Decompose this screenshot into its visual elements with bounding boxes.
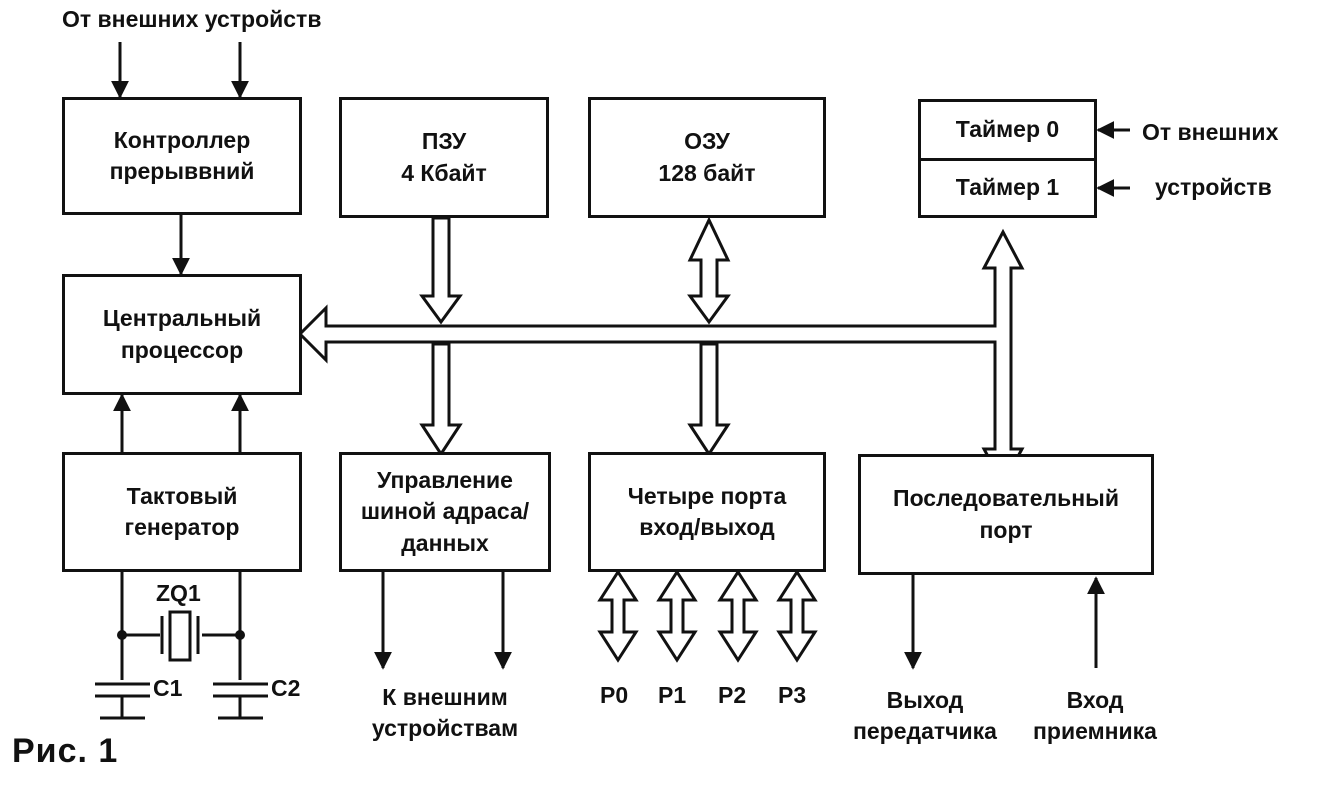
serial-in-line-2: приемника <box>1033 718 1157 745</box>
port-p0-label: P0 <box>600 682 629 708</box>
port-p3-label: P3 <box>778 682 807 708</box>
rom-block: ПЗУ 4 Кбайт <box>339 97 549 218</box>
ram-block: ОЗУ 128 байт <box>588 97 826 218</box>
bus-to-bus-control <box>419 342 463 457</box>
top-external-label: От внешних устройств <box>62 6 322 32</box>
serial-in-line-1: Вход <box>1066 687 1124 713</box>
port-p0-arrow <box>597 569 639 663</box>
clock-generator-block: Тактовый генератор <box>62 452 302 572</box>
rom-to-bus <box>419 216 463 325</box>
rom-line-2: 4 Кбайт <box>401 159 487 186</box>
port-p1-label: P1 <box>658 682 687 708</box>
port-p1-arrow <box>656 569 698 663</box>
port-p2-arrow <box>717 569 759 663</box>
serial-port-line-1: Последовательный <box>893 485 1119 512</box>
rom-line-1: ПЗУ <box>421 128 467 155</box>
cpu-block: Центральный процессор <box>62 274 302 395</box>
junction-dot-right <box>235 630 245 640</box>
timer0-block: Таймер 0 <box>918 99 1097 161</box>
capacitor-c1-label: C1 <box>153 675 183 701</box>
clock-generator-line-2: генератор <box>124 514 240 540</box>
figure-caption: Рис. 1 <box>12 732 119 770</box>
crystal-body <box>168 610 192 662</box>
crystal-label: ZQ1 <box>156 580 201 606</box>
ram-to-bus <box>687 216 731 325</box>
clock-generator-line-1: Тактовый <box>126 482 238 509</box>
serial-in-label: Вход приемника <box>1020 685 1170 747</box>
bus-to-io-ports <box>687 342 731 457</box>
bus-control-block: Управление шиной адраса/ данных <box>339 452 551 572</box>
bus-output-line-2: устройствам <box>371 715 519 742</box>
cpu-line-1: Центральный <box>102 305 262 332</box>
interrupt-controller-line-2: прерыввний <box>109 158 255 184</box>
timer-input-label-2: устройств <box>1155 174 1272 200</box>
timer1-block: Таймер 1 <box>918 158 1097 218</box>
port-p3-arrow <box>776 569 818 663</box>
serial-port-block: Последовательный порт <box>858 454 1154 575</box>
io-ports-line-2: вход/выход <box>639 514 775 540</box>
serial-out-line-1: Выход <box>886 687 964 713</box>
interrupt-controller-line-1: Контроллер <box>113 126 251 153</box>
bus-output-line-1: К внешним <box>382 684 508 710</box>
cpu-line-2: процессор <box>120 336 244 363</box>
timer0-label: Таймер 0 <box>955 116 1060 143</box>
junction-dot-left <box>117 630 127 640</box>
bus-control-line-1: Управление <box>377 467 513 494</box>
ram-line-1: ОЗУ <box>684 128 730 155</box>
serial-out-line-2: передатчика <box>853 718 997 745</box>
timer-input-label-1: От внешних <box>1142 119 1279 145</box>
internal-bus-upper <box>297 228 1025 488</box>
interrupt-controller-block: Контроллер прерыввний <box>62 97 302 215</box>
io-ports-line-1: Четыре порта <box>627 482 787 509</box>
serial-out-label: Выход передатчика <box>840 685 1010 747</box>
bus-control-line-3: данных <box>401 529 489 556</box>
ram-line-2: 128 байт <box>658 159 756 186</box>
serial-port-line-2: порт <box>979 516 1033 543</box>
capacitor-c2-label: C2 <box>271 675 301 701</box>
timer1-label: Таймер 1 <box>955 174 1060 201</box>
io-ports-block: Четыре порта вход/выход <box>588 452 826 572</box>
bus-control-line-2: шиной адраса/ <box>360 498 530 525</box>
port-p2-label: P2 <box>718 682 747 708</box>
bus-output-label: К внешним устройствам <box>355 682 535 744</box>
